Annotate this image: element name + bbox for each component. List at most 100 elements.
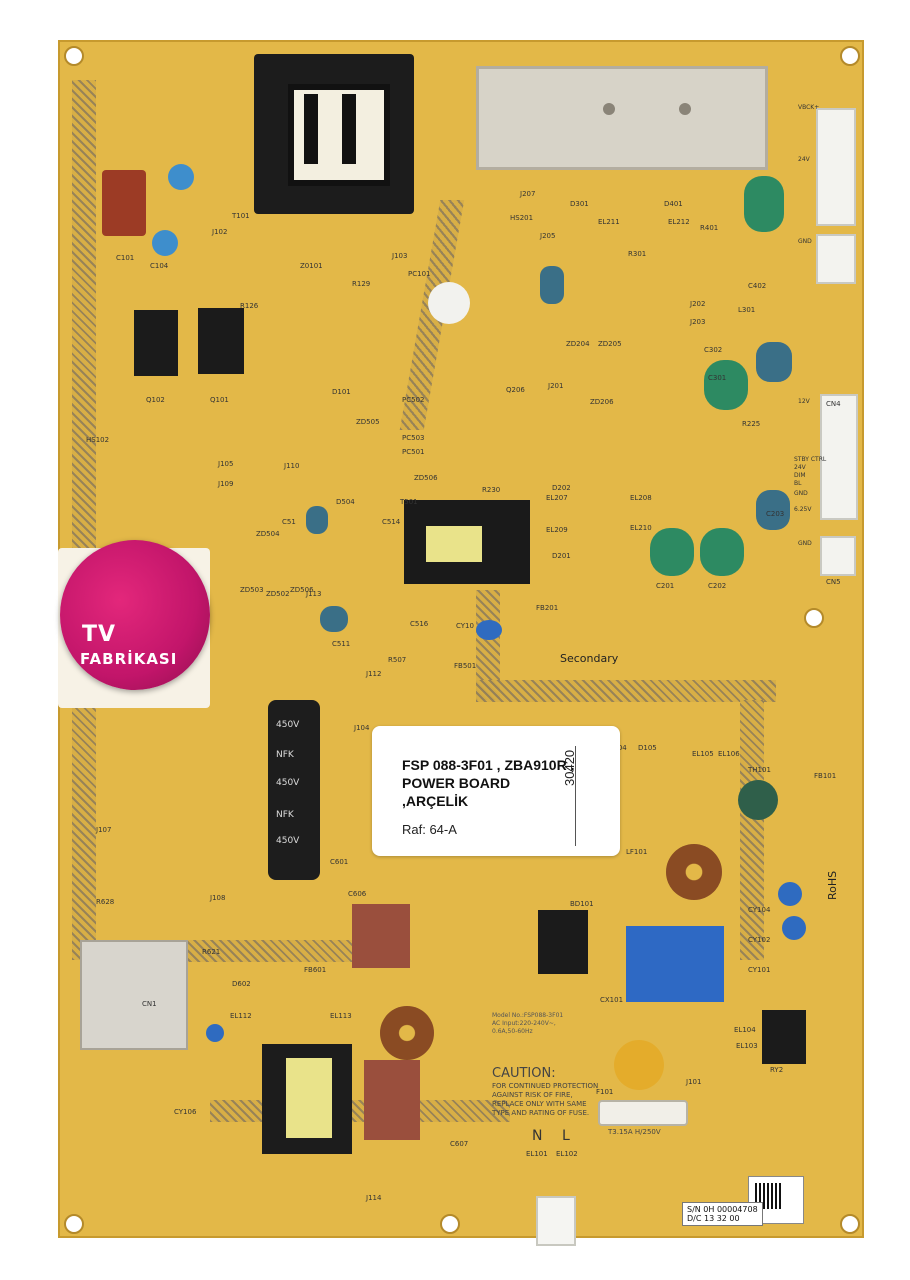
ref-designator: C301	[708, 374, 727, 382]
ref-designator: FB201	[536, 604, 559, 612]
fuse-rating: T3.15A H/250V	[608, 1128, 661, 1136]
connector-pin-label: VBCK+	[798, 104, 820, 111]
ref-designator: F101	[596, 1088, 614, 1096]
ref-designator: R628	[96, 898, 115, 906]
ref-designator: J205	[540, 232, 556, 240]
ref-designator: LF101	[626, 848, 648, 856]
caution-text: FOR CONTINUED PROTECTION AGAINST RISK OF…	[492, 1082, 599, 1117]
ref-designator: BD101	[570, 900, 594, 908]
ref-designator: EL101	[526, 1150, 548, 1158]
film-capacitor	[364, 1060, 420, 1140]
mosfet-q102	[134, 310, 178, 376]
ref-designator: Z0101	[300, 262, 323, 270]
neutral-label: N	[532, 1128, 543, 1144]
capacitor-rating: 450V	[276, 778, 300, 788]
ref-designator: TH101	[748, 766, 771, 774]
electrolytic-capacitor	[704, 360, 748, 410]
heatsink	[476, 66, 768, 170]
ref-designator: L301	[738, 306, 756, 314]
capacitor-rating: 450V	[276, 720, 300, 730]
ref-designator: EL105	[692, 750, 714, 758]
ref-designator: J101	[686, 1078, 702, 1086]
ref-designator: J104	[354, 724, 370, 732]
x-capacitor	[626, 926, 724, 1002]
ref-designator: T101	[232, 212, 250, 220]
ref-designator: J108	[210, 894, 226, 902]
connector-pin-label: BL	[794, 480, 802, 487]
ref-designator: EL211	[598, 218, 620, 226]
stock-code: 30420	[562, 749, 577, 786]
ref-designator: J109	[218, 480, 234, 488]
electrolytic-capacitor	[756, 342, 792, 382]
capacitor-brand: NFK	[276, 750, 294, 760]
ref-designator: PC502	[402, 396, 425, 404]
ref-designator: R301	[628, 250, 647, 258]
sticker-divider	[575, 746, 576, 846]
ref-designator: ZD205	[598, 340, 622, 348]
caution-title: CAUTION:	[492, 1066, 556, 1081]
electrolytic-capacitor	[744, 176, 784, 232]
product-sticker: FSP 088-3F01 , ZBA910R , POWER BOARD ,AR…	[372, 726, 620, 856]
ref-designator: CY102	[748, 936, 771, 944]
ref-designator: EL106	[718, 750, 740, 758]
ref-designator: C511	[332, 640, 351, 648]
ref-designator: RY2	[770, 1066, 784, 1074]
ref-designator: R225	[742, 420, 761, 428]
connector-pin-label: 24V	[798, 156, 810, 163]
ref-designator: J103	[392, 252, 408, 260]
connector-pin-label: 24V	[794, 464, 806, 471]
ref-designator: PC503	[402, 434, 425, 442]
bulk-capacitor: 450V NFK 450V NFK 450V	[268, 700, 320, 880]
ref-designator: J107	[96, 826, 112, 834]
ref-designator: CN1	[142, 1000, 157, 1008]
ref-designator: R126	[240, 302, 259, 310]
ref-designator: FB101	[814, 772, 837, 780]
frequency-rating: 0.6A,50-60Hz	[492, 1028, 533, 1035]
ref-designator: CY10	[456, 622, 474, 630]
ref-designator: EL209	[546, 526, 568, 534]
ref-designator: R129	[352, 280, 371, 288]
mount-hole	[804, 608, 824, 628]
product-title: FSP 088-3F01 , ZBA910R , POWER BOARD ,AR…	[402, 757, 575, 809]
ref-designator: PC101	[408, 270, 431, 278]
electrolytic-capacitor	[650, 528, 694, 576]
film-capacitor	[352, 904, 410, 968]
ref-designator: J112	[366, 670, 382, 678]
x2-capacitor	[102, 170, 146, 236]
ref-designator: FB601	[304, 966, 327, 974]
ref-designator: D105	[638, 744, 657, 752]
ref-designator: EL212	[668, 218, 690, 226]
ref-designator: D602	[232, 980, 251, 988]
ref-designator: D301	[570, 200, 589, 208]
ref-designator: EL112	[230, 1012, 252, 1020]
ref-designator: C104	[150, 262, 169, 270]
ref-designator: C402	[748, 282, 767, 290]
ref-designator: ZD504	[256, 530, 280, 538]
ref-designator: ZD505	[356, 418, 380, 426]
common-mode-choke	[666, 844, 722, 900]
electrolytic-capacitor	[320, 606, 348, 632]
ref-designator: D401	[664, 200, 683, 208]
ref-designator: C203	[766, 510, 785, 518]
standby-transformer	[262, 1044, 352, 1154]
ref-designator: R621	[202, 948, 221, 956]
ref-designator: CN5	[826, 578, 841, 586]
y-capacitor	[782, 916, 806, 940]
isolation-band	[72, 80, 96, 550]
ref-designator: C516	[410, 620, 429, 628]
date-code: D/C 13 32 00	[687, 1214, 740, 1223]
ref-designator: C201	[656, 582, 675, 590]
relay	[762, 1010, 806, 1064]
ref-designator: ZD506	[290, 586, 314, 594]
mosfet-q101	[198, 308, 244, 374]
isolation-band	[72, 700, 96, 960]
y-capacitor	[476, 620, 502, 640]
ref-designator: CX101	[600, 996, 624, 1004]
thermistor-th101	[738, 780, 778, 820]
ref-designator: ZD206	[590, 398, 614, 406]
ref-designator: Q101	[210, 396, 229, 404]
ac-input-rating: AC Input:220-240V~,	[492, 1020, 556, 1027]
ref-designator: CY106	[174, 1108, 197, 1116]
secondary-label: Secondary	[560, 652, 619, 665]
ref-designator: EL103	[736, 1042, 758, 1050]
